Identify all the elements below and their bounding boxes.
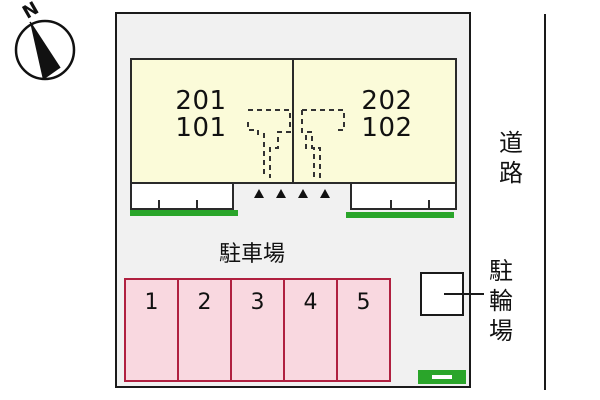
parking-label: 駐車場	[219, 242, 286, 267]
entrance-arrows	[254, 189, 330, 198]
road-label: 道 路	[496, 128, 526, 188]
road-char: 道	[499, 129, 523, 157]
stall-number: 1	[144, 290, 159, 315]
north-compass-icon: N	[14, 0, 76, 81]
stall-number: 3	[250, 290, 265, 315]
stall-number: 4	[303, 290, 318, 315]
parking-stall-2: 2	[177, 278, 232, 382]
green-marker	[418, 370, 466, 384]
room-102: 102	[361, 113, 413, 143]
green-strip-left	[130, 210, 238, 216]
room-201: 201	[175, 86, 227, 116]
parking-stall-4: 4	[283, 278, 338, 382]
parking-stall-3: 3	[230, 278, 285, 382]
balcony-left-step	[158, 200, 198, 210]
stair-outlines	[247, 109, 345, 178]
road-edge-line	[544, 14, 546, 390]
road-char: 路	[499, 159, 523, 187]
bicycle-parking-label: 駐 輪 場	[486, 256, 516, 346]
green-strip-right	[346, 212, 454, 218]
green-marker-inner	[432, 375, 452, 379]
room-202: 202	[361, 86, 413, 116]
unit-right-rooms: 202 102	[352, 88, 422, 142]
bicycle-parking-char: 駐	[489, 257, 513, 285]
stall-number: 5	[356, 290, 371, 315]
parking-stall-1: 1	[124, 278, 179, 382]
bicycle-parking-char: 輪	[489, 287, 513, 315]
compass-n-label: N	[19, 0, 43, 24]
unit-left-rooms: 201 101	[166, 88, 236, 142]
stall-number: 2	[197, 290, 212, 315]
bicycle-parking-leader-line	[444, 293, 484, 295]
bicycle-parking-char: 場	[489, 317, 513, 345]
room-101: 101	[175, 113, 227, 143]
balcony-right-step	[390, 200, 430, 210]
unit-left	[130, 58, 294, 184]
parking-stall-5: 5	[336, 278, 391, 382]
